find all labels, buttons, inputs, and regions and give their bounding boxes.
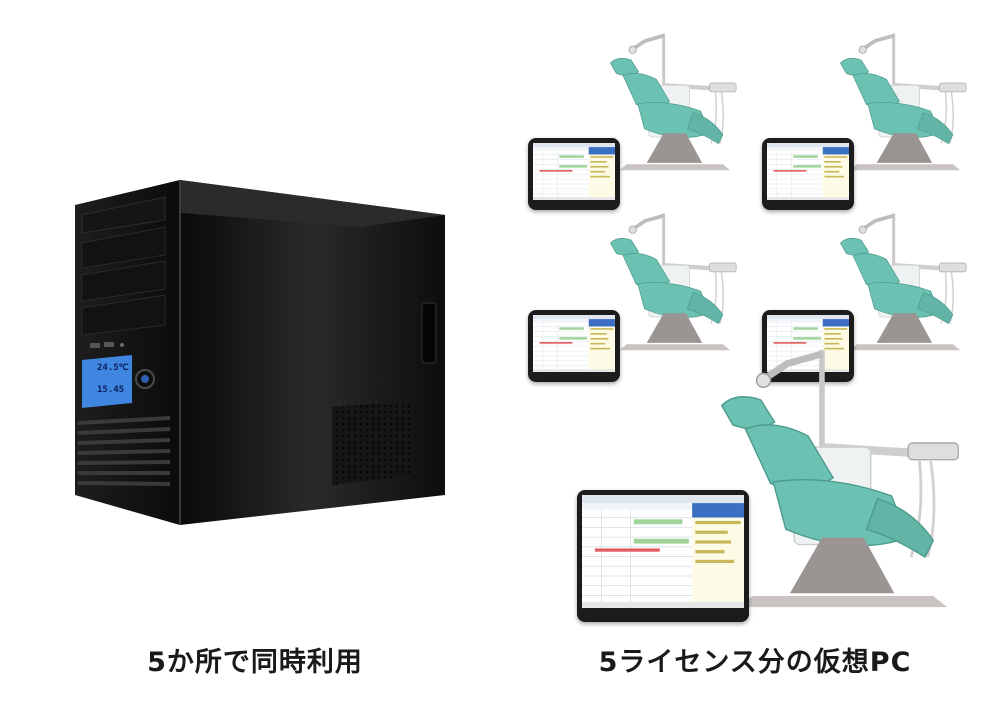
lcd-display: [82, 355, 132, 408]
tablet-2-screen: [767, 143, 849, 201]
side-vent: [332, 401, 413, 485]
lcd-time-readout: 15.45: [97, 385, 125, 395]
lcd-temp-readout: 24.5℃: [97, 363, 129, 373]
tablet-1-screen: [533, 143, 615, 201]
right-caption: 5ライセンス分の仮想PC: [598, 647, 912, 678]
left-caption: 5か所で同時利用: [147, 647, 363, 678]
tablet-4: [762, 310, 854, 382]
tablet-5: [577, 490, 749, 622]
tablet-3: [528, 310, 620, 382]
tablet-4-screen: [767, 315, 849, 373]
pc-tower-svg: [75, 180, 445, 525]
tablet-1: [528, 138, 620, 210]
tablet-2: [762, 138, 854, 210]
tablet-5-screen: [582, 495, 744, 609]
tablet-3-screen: [533, 315, 615, 373]
pc-tower-illustration: 24.5℃ 15.45: [70, 175, 450, 535]
